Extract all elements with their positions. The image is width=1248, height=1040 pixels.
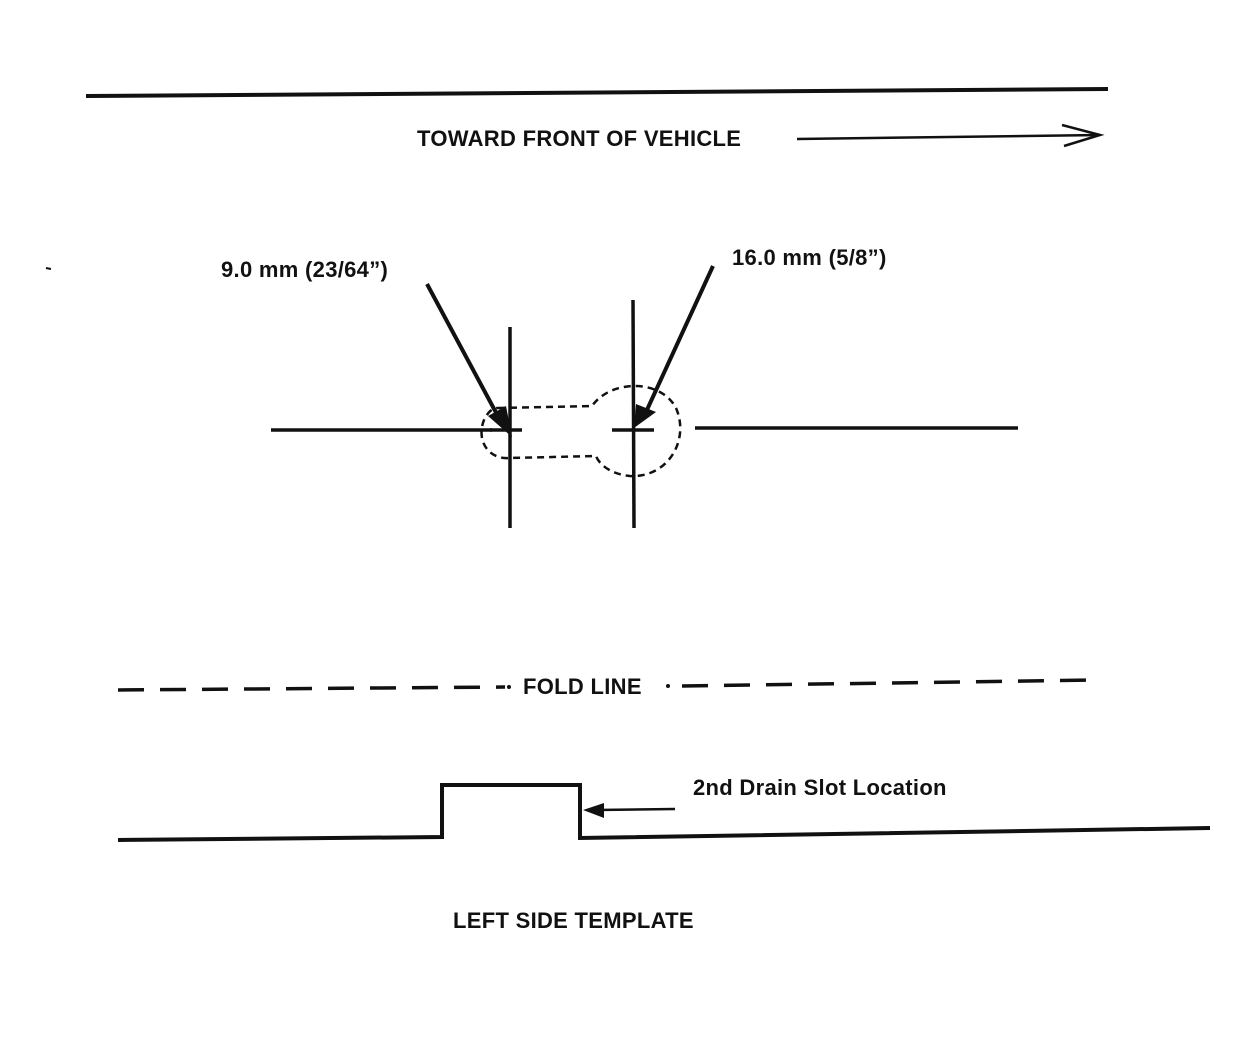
small-hole-label: 9.0 mm (23/64”)	[221, 257, 389, 282]
large-hole-label: 16.0 mm (5/8”)	[732, 245, 887, 270]
scan-speck	[45, 267, 52, 270]
large-hole-crosshair	[612, 299, 654, 529]
keyhole-outline	[480, 384, 682, 478]
drain-slot-edge	[117, 783, 1211, 842]
template-title: LEFT SIDE TEMPLATE	[453, 908, 694, 933]
large-hole-leader-arrow	[634, 265, 715, 428]
fold-line-dot-left	[507, 685, 511, 689]
direction-label: TOWARD FRONT OF VEHICLE	[417, 126, 742, 151]
drain-slot-label: 2nd Drain Slot Location	[693, 775, 947, 800]
fold-line-left	[117, 685, 506, 692]
top-edge-line	[85, 87, 1109, 98]
direction-arrow-icon	[796, 123, 1105, 148]
small-hole-leader-arrow	[425, 283, 512, 437]
fold-line-label: FOLD LINE	[519, 674, 646, 700]
drain-slot-leader-arrow	[583, 803, 676, 818]
fold-line-dot-right	[666, 684, 670, 688]
fold-line-right	[681, 678, 1099, 688]
